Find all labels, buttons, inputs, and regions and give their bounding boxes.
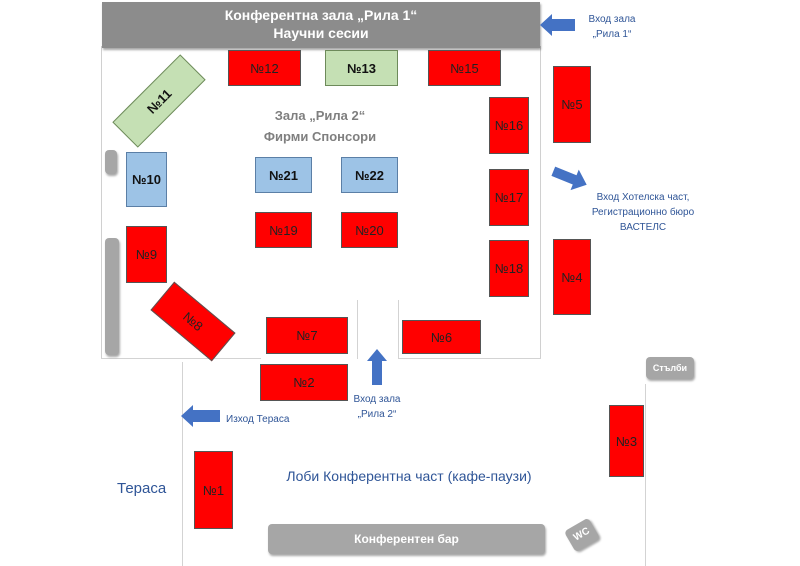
booth-15: №15 [428, 50, 501, 86]
label-lobby: Лоби Конферентна част (кафе-паузи) [286, 468, 532, 484]
entrance-wall-right [398, 300, 399, 359]
booth-12: №12 [228, 50, 301, 86]
booth-7: №7 [266, 317, 348, 354]
booth-19: №19 [255, 212, 312, 248]
booth-4: №4 [553, 239, 591, 315]
banner-rila1: Конферентна зала „Рила 1“ Научни сесии [102, 2, 540, 48]
arrow-left-icon [540, 14, 575, 36]
banner-line1: Конферентна зала „Рила 1“ [224, 7, 418, 23]
label-entrance-rila2: Вход зала „Рила 2“ [353, 394, 401, 420]
booth-9: №9 [126, 226, 167, 283]
booth-13: №13 [325, 50, 398, 86]
conference-bar: Конферентен бар [268, 524, 545, 554]
booth-21: №21 [255, 157, 312, 193]
arrow-up-icon [367, 349, 387, 385]
booth-6: №6 [402, 320, 481, 354]
booth-16: №16 [489, 97, 529, 154]
lower-wall-left [101, 358, 261, 359]
booth-20: №20 [341, 212, 398, 248]
booth-5: №5 [553, 66, 591, 143]
arrow-left-exit-icon [181, 405, 220, 427]
pillar-small [105, 150, 117, 174]
hall-title: Зала „Рила 2“ Фирми Спонсори [263, 108, 377, 144]
booth-2: №2 [260, 364, 348, 401]
lobby-wall-right [645, 384, 646, 566]
stairs: Стълби [646, 357, 694, 379]
lobby-wall-left [182, 362, 183, 566]
entrance-wall-left [357, 300, 358, 359]
hall-entrance-gap [256, 356, 398, 362]
pillar-long [105, 238, 119, 355]
booth-1: №1 [194, 451, 233, 529]
lower-wall-right [398, 358, 541, 359]
booth-3: №3 [609, 405, 644, 477]
arrow-right-down-icon [551, 166, 587, 191]
label-exit-terrace: Изход Тераса [226, 414, 290, 425]
booth-18: №18 [489, 240, 529, 297]
label-entrance-hotel: Вход Хотелска част, Регистрационно бюро … [591, 192, 695, 233]
booth-17: №17 [489, 169, 529, 226]
booth-22: №22 [341, 157, 398, 193]
label-terrace: Тераса [117, 480, 167, 497]
wc: WC [563, 517, 601, 553]
booth-10: №10 [126, 152, 167, 207]
label-entrance-rila1: Вход зала „Рила 1“ [588, 14, 636, 40]
banner-line2: Научни сесии [273, 25, 369, 41]
